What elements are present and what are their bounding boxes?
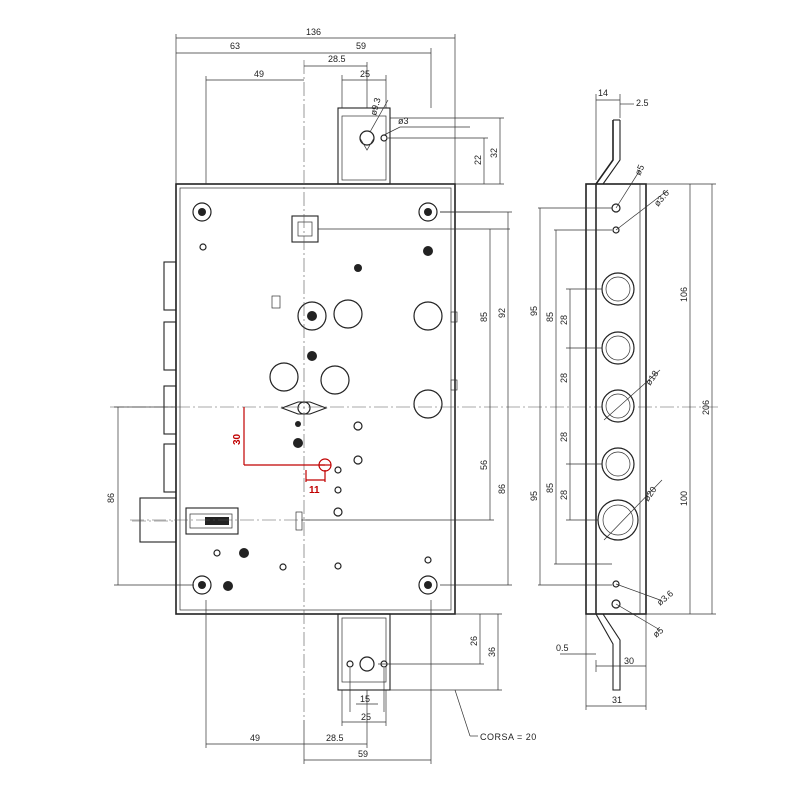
spindle-square — [291, 215, 319, 243]
top-dimensions: 136 63 59 28.5 25 49 — [175, 27, 456, 184]
side-dim-upper: 106 — [679, 287, 689, 302]
side-dim-pitch-4: 28 — [559, 490, 569, 500]
cylinder-slot — [185, 507, 239, 535]
side-dim-lower: 100 — [679, 491, 689, 506]
dim-hole-spacing: 15 — [360, 694, 370, 704]
lock-case-inner-outline — [179, 187, 452, 611]
center-lines — [110, 60, 720, 720]
side-dim-pitch-3: 28 — [559, 432, 569, 442]
dim-bottom-keeper-width: 25 — [361, 712, 371, 722]
dim-right-upper-b: 92 — [497, 308, 507, 318]
side-bottom-tab — [595, 613, 621, 691]
side-dim-outer-upper: 95 — [529, 306, 539, 316]
dim-bottom-keeper-height-a: 26 — [469, 636, 479, 646]
side-right-dimensions: 106 206 100 — [640, 183, 716, 615]
side-dim-bottom-offset: 0.5 — [556, 643, 569, 653]
side-dim-width-a: 30 — [624, 656, 634, 666]
dim-bottom-keeper-offset: 28.5 — [326, 733, 344, 743]
side-screw-dia-top: ø5 — [633, 163, 647, 177]
dim-keeper-height-a: 22 — [473, 155, 483, 165]
bottom-keeper — [337, 613, 391, 691]
dim-left-part: 63 — [230, 41, 240, 51]
dim-right-upper-a: 85 — [479, 312, 489, 322]
side-bolts — [597, 203, 639, 609]
side-view: 14 2.5 ø5 ø3.6 ø18 ø20 ø3.6 ø5 95 85 — [529, 88, 716, 710]
side-dim-pitch-2: 28 — [559, 373, 569, 383]
side-left-dimensions: 95 85 28 28 28 28 95 85 — [529, 207, 612, 586]
lock-case-outline — [175, 183, 456, 615]
red-dim-vertical: 30 — [232, 433, 243, 445]
stroke-note: CORSA = 20 — [454, 689, 537, 742]
dim-right-part: 59 — [356, 41, 366, 51]
dim-right-lower-b: 86 — [497, 484, 507, 494]
side-dim-inner-lower: 85 — [545, 483, 555, 493]
dim-overall-width: 136 — [306, 27, 321, 37]
dim-bottom-keeper-height-b: 36 — [487, 647, 497, 657]
side-dim-offset: 2.5 — [636, 98, 649, 108]
top-keeper-dimensions: ø9.3 ø3 22 32 — [368, 97, 504, 185]
side-pin-dia-bottom: ø3.6 — [655, 588, 675, 607]
dim-hole-dia-a: ø9.3 — [368, 97, 382, 117]
dim-keeper-width: 25 — [360, 69, 370, 79]
dim-bottom-left-offset: 49 — [250, 733, 260, 743]
side-body — [585, 183, 647, 615]
side-dim-thickness: 14 — [598, 88, 608, 98]
red-dimension: 30 11 — [232, 407, 332, 496]
dim-keeper-offset: 28.5 — [328, 54, 346, 64]
dim-keeper-height-b: 32 — [489, 148, 499, 158]
dim-right-lower-a: 56 — [479, 460, 489, 470]
side-dim-inner-upper: 85 — [545, 312, 555, 322]
right-dimensions: 85 92 56 86 — [302, 211, 512, 586]
side-dim-width-b: 31 — [612, 695, 622, 705]
side-dim-total: 206 — [701, 400, 711, 415]
side-bottom-dimensions: 0.5 30 31 — [556, 614, 647, 710]
left-dimension: 86 — [106, 406, 194, 586]
dim-hole-dia-b: ø3 — [398, 116, 409, 126]
side-screw-dia-bottom: ø5 — [651, 625, 665, 639]
side-large-bolt-dia: ø20 — [641, 485, 658, 503]
dim-left-offset: 49 — [254, 69, 264, 79]
red-dim-horizontal: 11 — [309, 485, 320, 496]
side-dim-pitch-1: 28 — [559, 315, 569, 325]
case-holes — [199, 243, 458, 591]
side-pin-dia-top: ø3.6 — [652, 188, 671, 208]
mounting-holes — [192, 202, 438, 595]
top-keeper — [337, 107, 391, 185]
side-dim-outer-lower: 95 — [529, 491, 539, 501]
bottom-dimensions: 49 28.5 59 — [205, 600, 432, 764]
bottom-keeper-dimensions: 26 36 15 25 — [341, 613, 502, 726]
stroke-note-text: CORSA = 20 — [480, 732, 537, 742]
side-top-dimensions: 14 2.5 — [595, 88, 649, 180]
front-view: 30 11 136 63 59 28.5 25 49 — [106, 27, 720, 764]
faceplate — [163, 261, 177, 493]
dim-left: 86 — [106, 493, 116, 503]
dim-bottom-right-part: 59 — [358, 749, 368, 759]
